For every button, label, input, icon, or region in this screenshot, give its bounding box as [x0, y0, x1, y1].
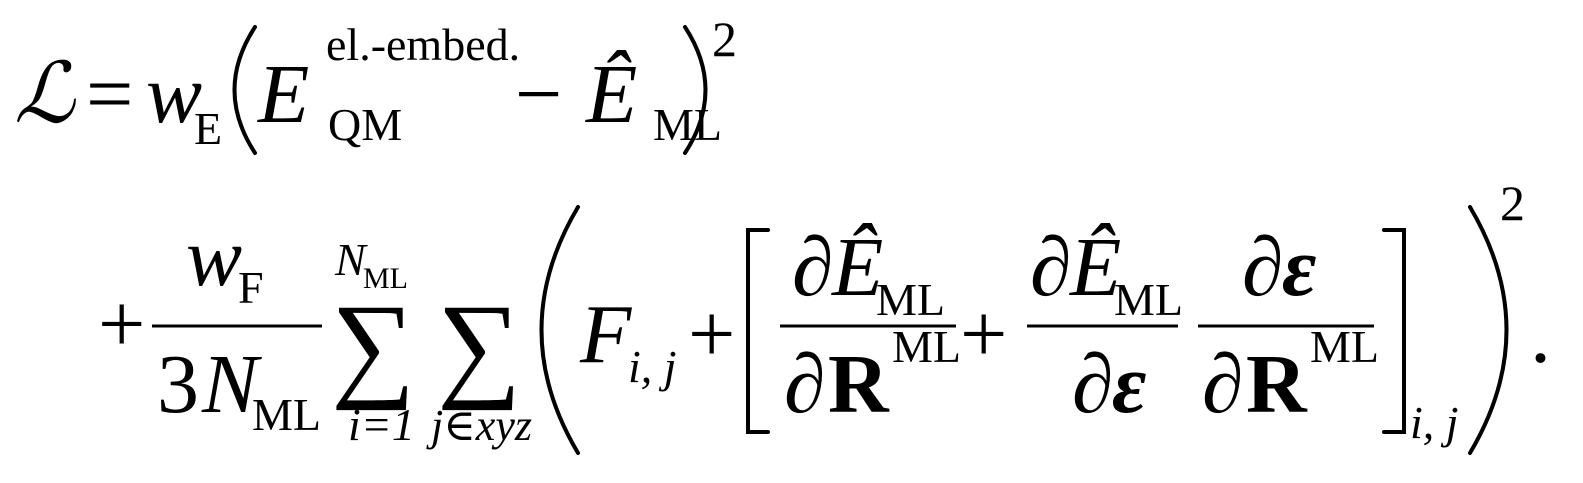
sum-upper-limit-ml: ML: [363, 262, 408, 295]
count-n-ml: N: [201, 338, 262, 431]
subscript-ml-count: ML: [252, 389, 321, 440]
sum-upper-limit-n: N: [334, 234, 368, 285]
sum-lower-limit-j: j∈xyz: [426, 401, 532, 450]
partial-denominator-3: ∂: [1202, 338, 1244, 431]
partial-numerator-3: ∂: [1242, 221, 1284, 314]
superscript-ml-denominator-1: ML: [892, 321, 961, 372]
right-paren-1: [683, 25, 708, 155]
loss-symbol: ℒ: [14, 44, 76, 142]
superscript-ml-denominator-3: ML: [1310, 321, 1379, 372]
right-square-bracket: [1382, 228, 1406, 434]
coordinate-r-denominator-1: R: [828, 338, 890, 431]
partial-numerator-1: ∂: [792, 221, 834, 314]
subscript-qm: QM: [328, 99, 402, 150]
energy-ml-hat: Ê: [585, 48, 637, 141]
energy-qm: E: [257, 48, 309, 141]
weight-subscript-f: F: [238, 262, 264, 313]
weight-w-e: w: [146, 48, 202, 141]
energy-ml-hat-numerator-2: Ê: [1069, 221, 1121, 314]
epsilon-denominator-2: ε: [1112, 338, 1146, 431]
exponent-2-line-1: 2: [712, 11, 737, 67]
energy-ml-hat-numerator-1: Ê: [831, 221, 883, 314]
plus-sign-leading: +: [98, 278, 145, 371]
summation-j: ∑: [437, 280, 521, 411]
plus-sign-bracket: +: [960, 288, 1007, 381]
left-square-bracket: [746, 228, 770, 434]
coordinate-r-denominator-3: R: [1246, 338, 1308, 431]
force-subscript-ij: i, j: [628, 341, 677, 392]
equals-sign: =: [86, 48, 133, 141]
partial-denominator-2: ∂: [1072, 338, 1114, 431]
weight-w-f: w: [186, 211, 242, 304]
equation-line-1: ℒ = w E E el.-embed. QM − Ê ML 2: [14, 11, 737, 155]
superscript-el-embed: el.-embed.: [326, 19, 520, 70]
big-right-paren: [1468, 205, 1509, 455]
big-left-paren: [539, 205, 580, 455]
sum-lower-limit-i: i=1: [348, 399, 415, 450]
equation-line-2: + w F 3 N ML N ML ∑ i=1 ∑ j∈xyz F i, j +…: [98, 175, 1551, 455]
partial-numerator-2: ∂: [1030, 221, 1072, 314]
plus-sign-force: +: [688, 288, 735, 381]
exponent-2-line-2: 2: [1500, 175, 1525, 231]
number-three: 3: [157, 338, 199, 431]
summation-i: ∑: [331, 280, 415, 411]
subscript-ml: ML: [653, 99, 722, 150]
minus-sign: −: [515, 48, 562, 141]
final-period: .: [1530, 288, 1551, 381]
weight-subscript-e: E: [194, 103, 222, 154]
force-f: F: [579, 288, 633, 381]
left-paren-1: [232, 25, 257, 155]
subscript-ml-numerator-1: ML: [876, 274, 945, 325]
epsilon-numerator-3: ε: [1282, 221, 1316, 314]
subscript-ml-numerator-2: ML: [1114, 274, 1183, 325]
bracket-subscript-ij: i, j: [1410, 397, 1459, 448]
partial-denominator-1: ∂: [784, 338, 826, 431]
